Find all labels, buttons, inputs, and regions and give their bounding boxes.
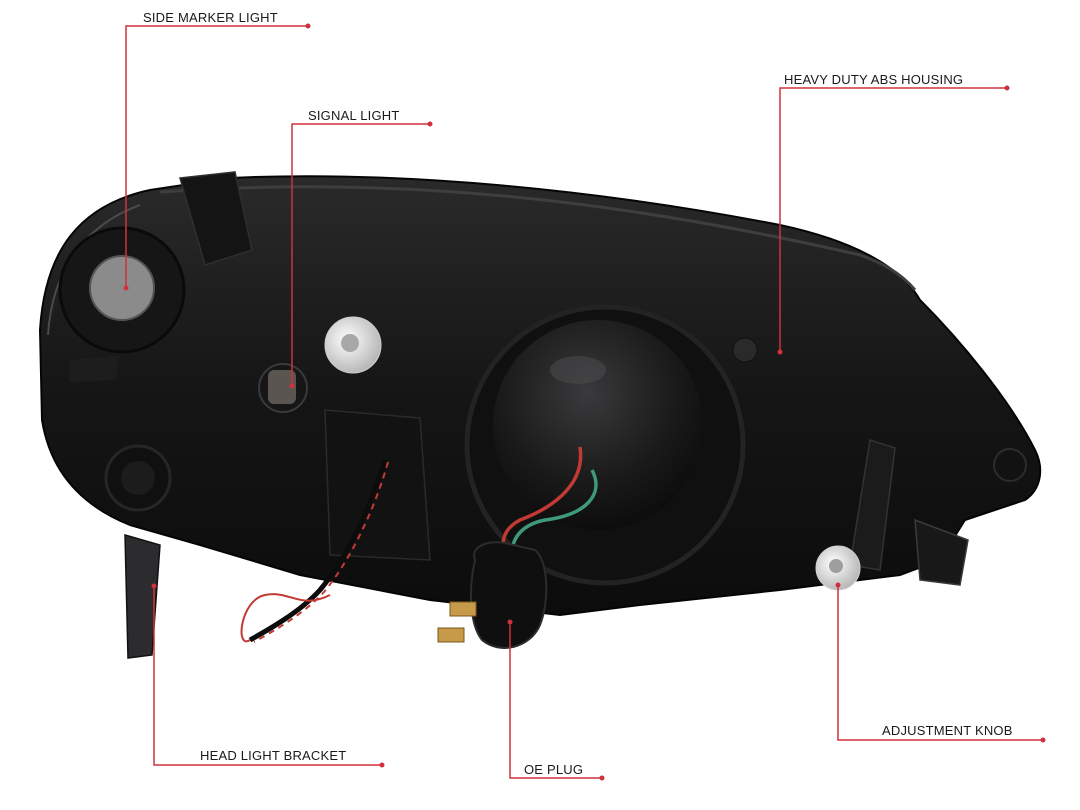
- projector-dome: [493, 320, 703, 530]
- label-head-light-bracket: HEAD LIGHT BRACKET: [200, 748, 347, 763]
- right-adjuster-post: [849, 439, 896, 571]
- housing-screw: [732, 337, 758, 363]
- wire-harness: [248, 459, 388, 643]
- green-wire: [510, 469, 598, 561]
- signal-light-bulb: [268, 370, 296, 404]
- oe-plug-terminal: [437, 627, 465, 643]
- callout-dots: [123, 23, 1046, 781]
- label-heavy-duty-abs-housing: HEAVY DUTY ABS HOUSING: [784, 72, 964, 87]
- label-oe-plug: OE PLUG: [524, 762, 584, 777]
- wire-harness-loop: [240, 593, 331, 643]
- lower-left-socket-core: [121, 461, 155, 495]
- side-marker-flange: [70, 355, 120, 382]
- mounting-bolt-center: [341, 334, 359, 352]
- label-signal-light: SIGNAL LIGHT: [308, 108, 400, 123]
- top-mounting-clip: [179, 171, 253, 266]
- right-socket: [993, 448, 1027, 482]
- oe-plug-terminal: [449, 601, 477, 617]
- label-adjustment-knob: ADJUSTMENT KNOB: [882, 723, 1013, 738]
- leader-side-marker-light: [125, 25, 308, 288]
- left-mount-bracket: [124, 533, 161, 659]
- red-wire: [501, 446, 583, 556]
- right-mount-tab: [914, 518, 969, 586]
- label-side-marker-light: SIDE MARKER LIGHT: [143, 10, 278, 25]
- adjustment-knob-center: [829, 559, 843, 573]
- leader-signal-light: [291, 123, 430, 386]
- side-marker-bulb: [89, 255, 155, 321]
- housing-top-ridge: [159, 185, 917, 291]
- leader-heavy-duty-abs-housing: [779, 87, 1007, 352]
- leader-adjustment-knob: [837, 585, 1043, 741]
- leader-oe-plug: [509, 622, 602, 779]
- oe-plug-body: [469, 541, 548, 649]
- callout-lines: [125, 25, 1043, 779]
- projector-highlight: [550, 356, 606, 384]
- leader-head-light-bracket: [153, 586, 382, 766]
